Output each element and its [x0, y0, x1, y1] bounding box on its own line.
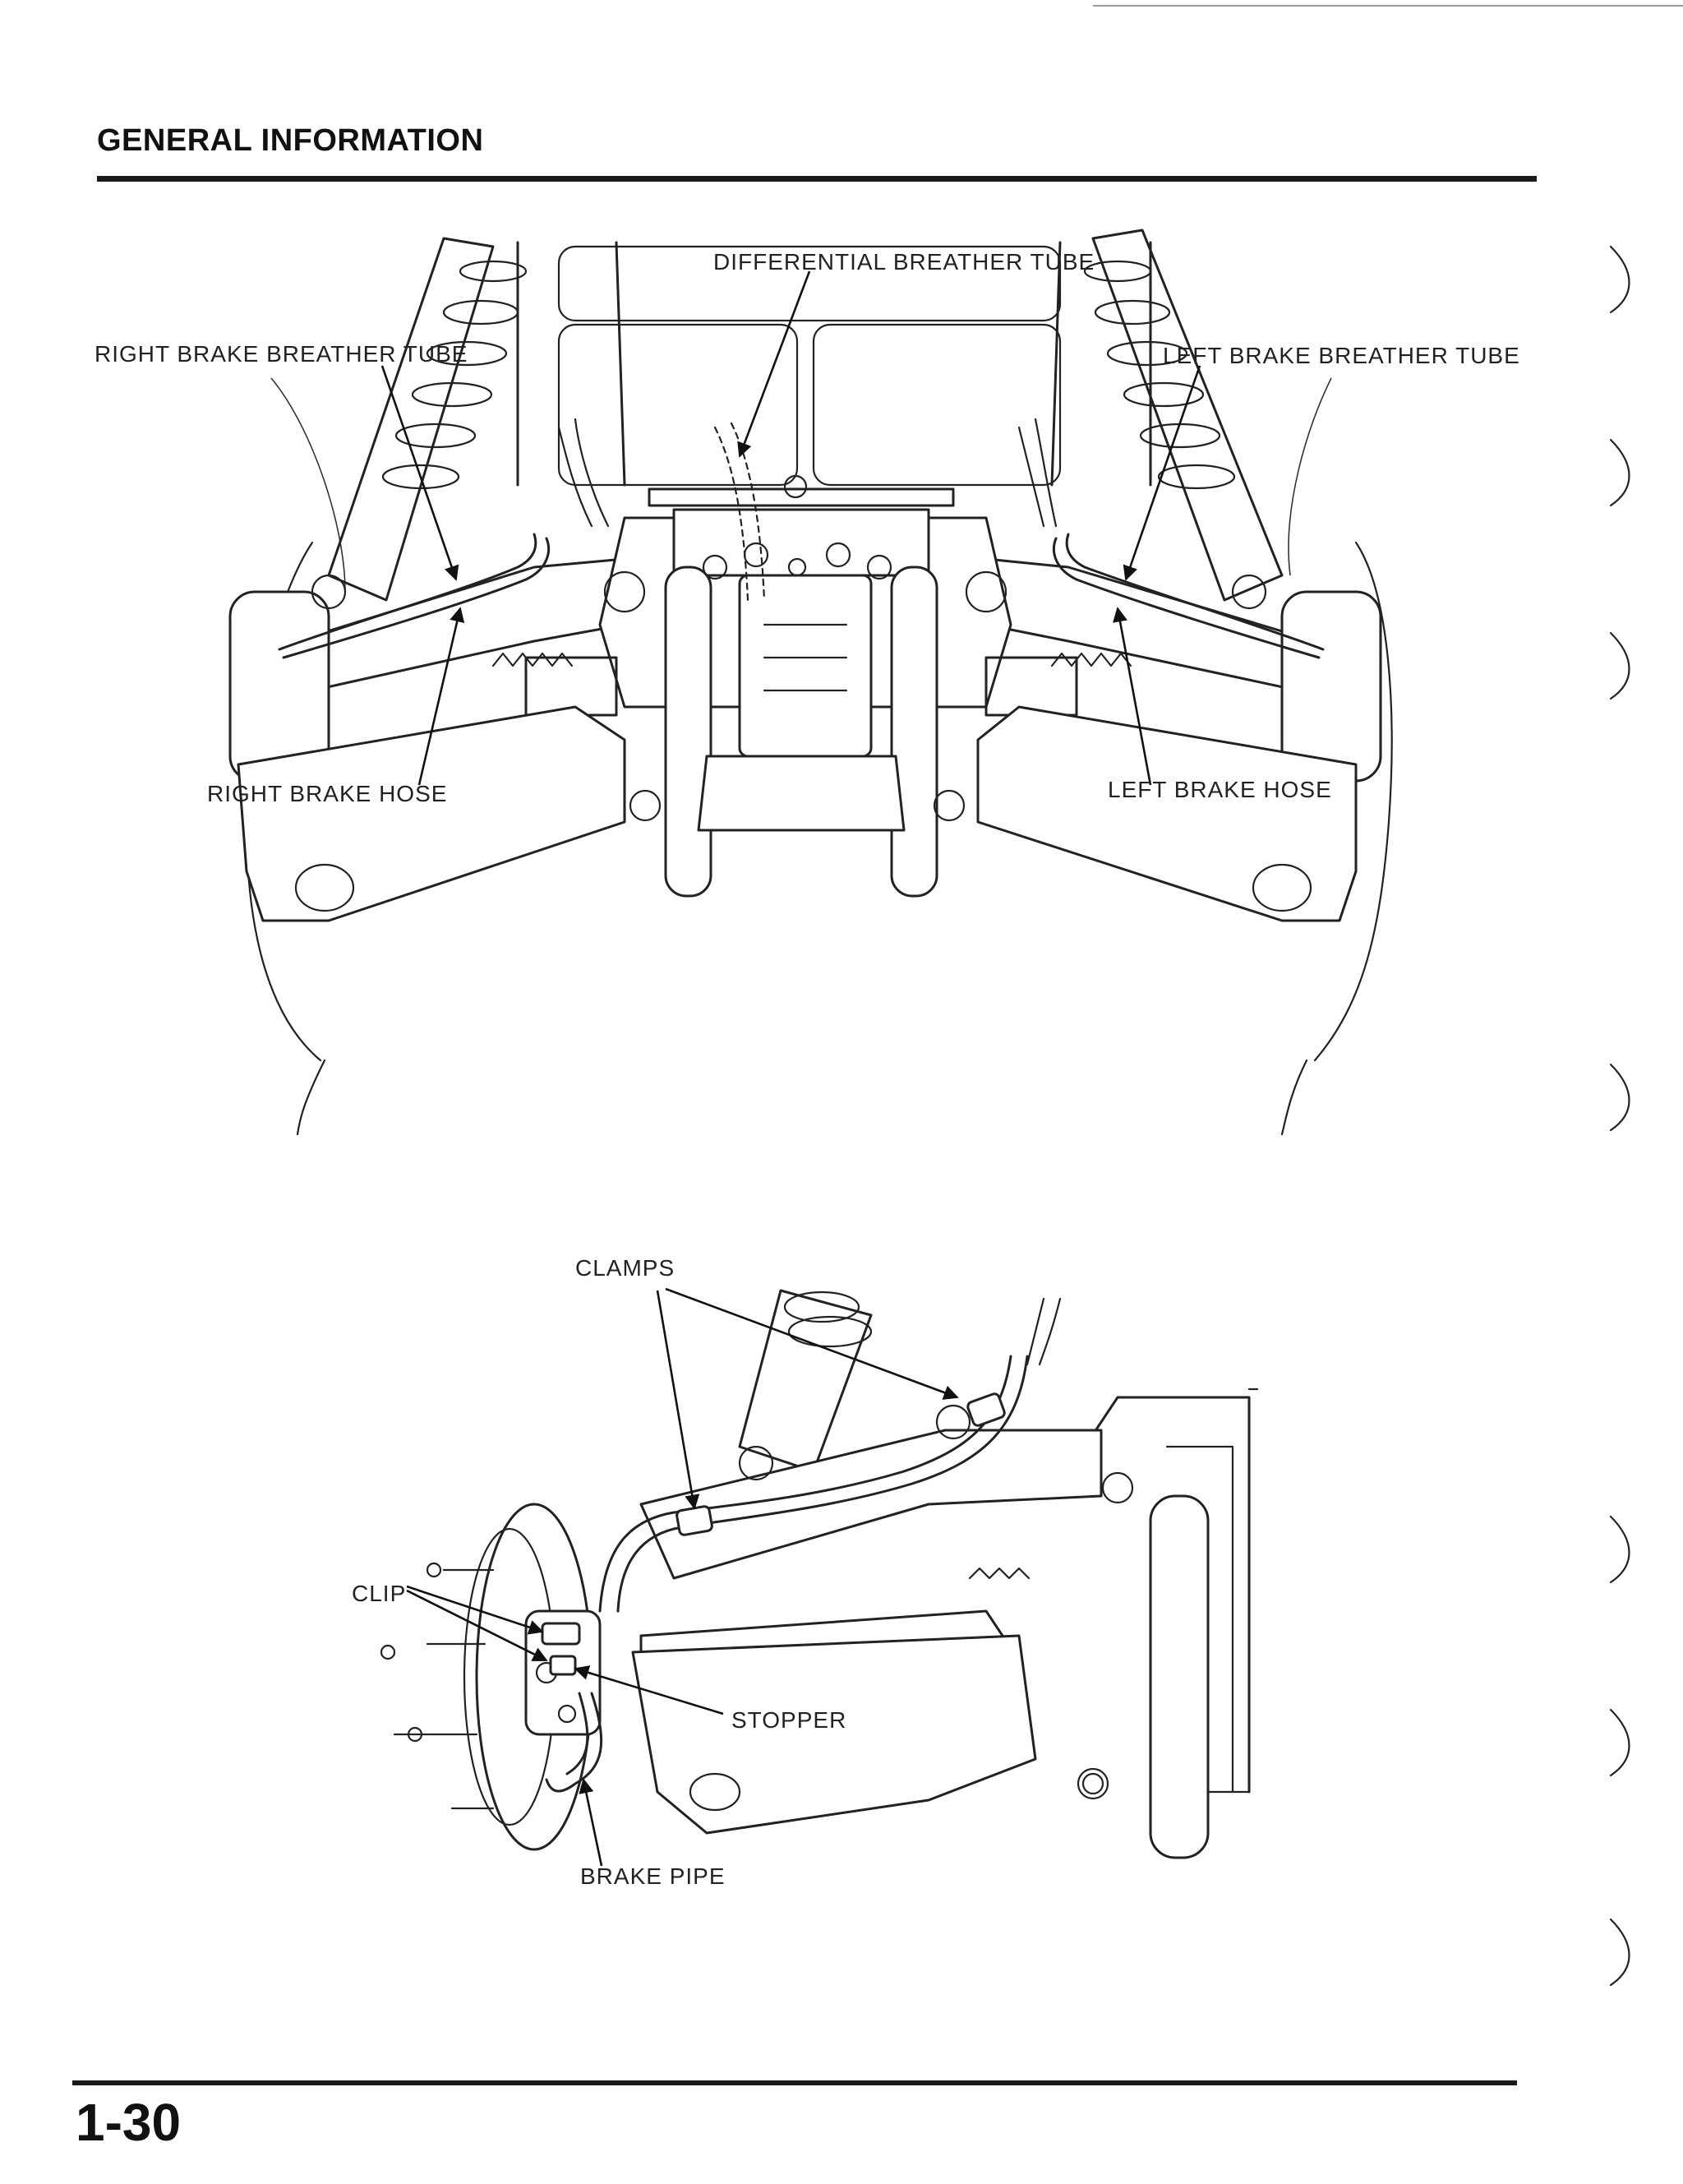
brake-line-detail-illustration [380, 1287, 1259, 1867]
right-shock-absorber [327, 237, 528, 602]
left-breather-tube [1017, 426, 1045, 528]
clamp-upper [966, 1392, 1006, 1427]
page-number: 1-30 [76, 2093, 182, 2152]
label-clamps: CLAMPS [575, 1255, 675, 1281]
stopper [549, 1655, 577, 1676]
label-differential-breather-tube: DIFFERENTIAL BREATHER TUBE [713, 249, 1095, 275]
shock-lower [738, 1289, 873, 1473]
right-brake-hose-line [278, 533, 537, 651]
scan-edge-line [1093, 5, 1683, 7]
left-upper-arm [984, 557, 1316, 692]
label-left-brake-hose: LEFT BRAKE HOSE [1108, 777, 1332, 802]
lower-arm-guard [631, 1634, 1037, 1835]
label-brake-pipe: BRAKE PIPE [580, 1863, 726, 1889]
differential-housing [598, 508, 1012, 758]
left-cv-boot [984, 656, 1078, 717]
frame-tube-left [890, 566, 938, 898]
right-breather-tube [557, 426, 593, 528]
label-left-brake-breather-tube: LEFT BRAKE BREATHER TUBE [1163, 343, 1520, 368]
left-shock-absorber [1083, 229, 1284, 602]
label-clip: CLIP [352, 1581, 406, 1606]
binder-hole-marks [1609, 245, 1630, 1987]
front-suspension-illustration [228, 229, 1393, 1136]
clamp-lower [676, 1505, 713, 1536]
left-lower-arm-guard [976, 705, 1358, 922]
right-lower-arm-guard [237, 705, 626, 922]
left-knuckle [1280, 590, 1382, 783]
frame-tube-right [664, 566, 712, 898]
section-title: GENERAL INFORMATION [97, 123, 484, 158]
left-tire-outline [1280, 1059, 1308, 1136]
label-right-brake-breather-tube: RIGHT BRAKE BREATHER TUBE [95, 341, 468, 367]
brake-hose-line [598, 1355, 1012, 1613]
label-right-brake-hose: RIGHT BRAKE HOSE [207, 781, 447, 806]
right-cv-boot [524, 656, 618, 717]
frame-tube [1149, 1494, 1210, 1859]
left-brake-hose-line [1065, 533, 1325, 651]
header-rule [97, 176, 1537, 182]
clip [541, 1622, 581, 1646]
label-stopper: STOPPER [731, 1707, 846, 1733]
footer-rule [72, 2080, 1517, 2085]
differential-breather-tube-line [713, 426, 749, 602]
upper-arm [639, 1429, 1103, 1580]
